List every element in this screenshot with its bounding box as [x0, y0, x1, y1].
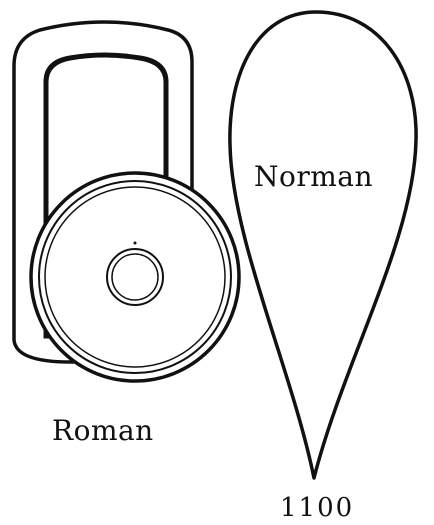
round-shield-rim-outer	[31, 173, 239, 381]
norman-kite-shield	[230, 12, 416, 478]
roman-label: Roman	[52, 417, 154, 445]
roman-round-shield	[31, 173, 239, 381]
shield-dot	[134, 242, 137, 245]
norman-label: Norman	[254, 163, 373, 191]
year-label: 1100	[280, 495, 354, 521]
